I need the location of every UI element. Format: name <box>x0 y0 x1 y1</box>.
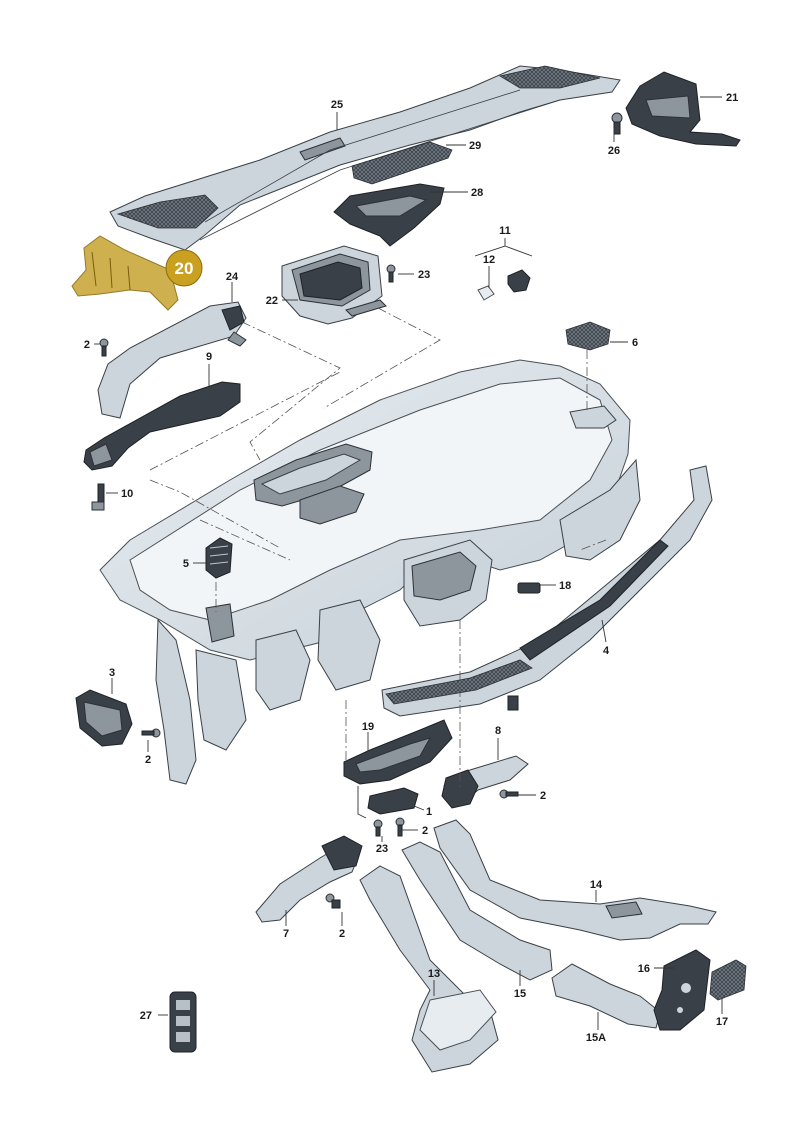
assembly-lines <box>149 307 607 790</box>
callout-1: 1 <box>426 806 432 818</box>
callout-21: 21 <box>726 92 738 104</box>
part-21-bracket[interactable] <box>625 71 741 147</box>
callout-15a: 15A <box>586 1032 606 1044</box>
part-11-clip[interactable] <box>507 269 531 293</box>
callout-10: 10 <box>121 488 133 500</box>
part-10-bolt[interactable] <box>91 483 105 511</box>
callout-24: 24 <box>226 271 239 283</box>
part-2-screw-left[interactable] <box>99 338 109 357</box>
callout-4: 4 <box>603 645 610 657</box>
part-2-screw-8[interactable] <box>499 789 519 799</box>
part-19-center-duct[interactable] <box>343 719 453 785</box>
part-13-floor-duct[interactable] <box>359 865 499 1073</box>
callout-labels: 25 29 28 21 26 11 12 23 22 24 2 9 6 10 5… <box>84 92 738 1044</box>
part-27-switch-panel[interactable] <box>169 991 197 1053</box>
callout-11: 11 <box>499 225 511 237</box>
callout-25: 25 <box>331 99 343 111</box>
callout-17: 17 <box>716 1016 728 1028</box>
highlight-badge-20[interactable]: 20 <box>165 249 203 287</box>
part-16-outlet-housing[interactable] <box>653 949 711 1031</box>
part-3-duct[interactable] <box>75 689 133 747</box>
part-24-left-duct[interactable] <box>97 301 247 419</box>
callout-2-duct3: 2 <box>145 754 151 766</box>
part-7-floor-duct[interactable] <box>255 835 363 923</box>
part-5-vent[interactable] <box>205 537 233 579</box>
part-12-clip[interactable] <box>477 285 495 301</box>
part-26-clip[interactable] <box>611 112 623 135</box>
callout-19: 19 <box>362 721 374 733</box>
callout-23-top: 23 <box>418 269 430 281</box>
part-18-clip[interactable] <box>517 582 541 594</box>
dashboard-main-body[interactable] <box>99 359 641 785</box>
callout-9: 9 <box>206 351 212 363</box>
part-17-vent[interactable] <box>709 959 747 1001</box>
callout-8: 8 <box>495 725 501 737</box>
callout-18: 18 <box>559 580 571 592</box>
callout-2-duct8: 2 <box>540 790 546 802</box>
callout-23-center: 23 <box>376 843 388 855</box>
callout-13: 13 <box>428 968 440 980</box>
callout-2-left: 2 <box>84 339 90 351</box>
part-1-bracket[interactable] <box>367 787 419 815</box>
callout-7: 7 <box>283 928 289 940</box>
part-4-trim-strip[interactable] <box>381 465 713 717</box>
part-2-screw-3[interactable] <box>141 728 161 738</box>
part-23-screw-top[interactable] <box>386 264 396 283</box>
part-6-vent[interactable] <box>565 321 611 351</box>
part-2-screw-center[interactable] <box>395 817 405 837</box>
part-2-screw-7[interactable] <box>325 893 341 909</box>
callout-16: 16 <box>638 963 650 975</box>
part-22-display-housing[interactable] <box>281 245 387 325</box>
callout-15: 15 <box>514 988 526 1000</box>
callout-28: 28 <box>471 187 483 199</box>
part-9-left-duct-lower[interactable] <box>83 381 241 471</box>
part-8-right-duct[interactable] <box>441 755 529 809</box>
leader-lines <box>94 96 723 1030</box>
part-28-vent-duct[interactable] <box>333 183 445 247</box>
callout-12: 12 <box>483 254 495 266</box>
callout-14: 14 <box>590 879 603 891</box>
part-25-plenum-panel[interactable] <box>109 65 621 251</box>
callout-6: 6 <box>632 337 638 349</box>
part-15-floor-duct[interactable] <box>401 841 553 981</box>
callout-5: 5 <box>183 558 189 570</box>
part-14-floor-duct[interactable] <box>433 819 717 941</box>
callout-29: 29 <box>469 140 481 152</box>
highlight-badge-label: 20 <box>175 259 194 278</box>
callout-22: 22 <box>266 295 278 307</box>
callout-2-duct7: 2 <box>339 928 345 940</box>
part-29-vent-grille[interactable] <box>351 141 453 185</box>
part-20-highlighted-bracket[interactable] <box>71 235 179 311</box>
callout-27: 27 <box>140 1010 152 1022</box>
callout-2-center: 2 <box>422 825 428 837</box>
callout-26: 26 <box>608 145 620 157</box>
callout-3: 3 <box>109 667 115 679</box>
part-23-screw-center[interactable] <box>373 819 383 837</box>
